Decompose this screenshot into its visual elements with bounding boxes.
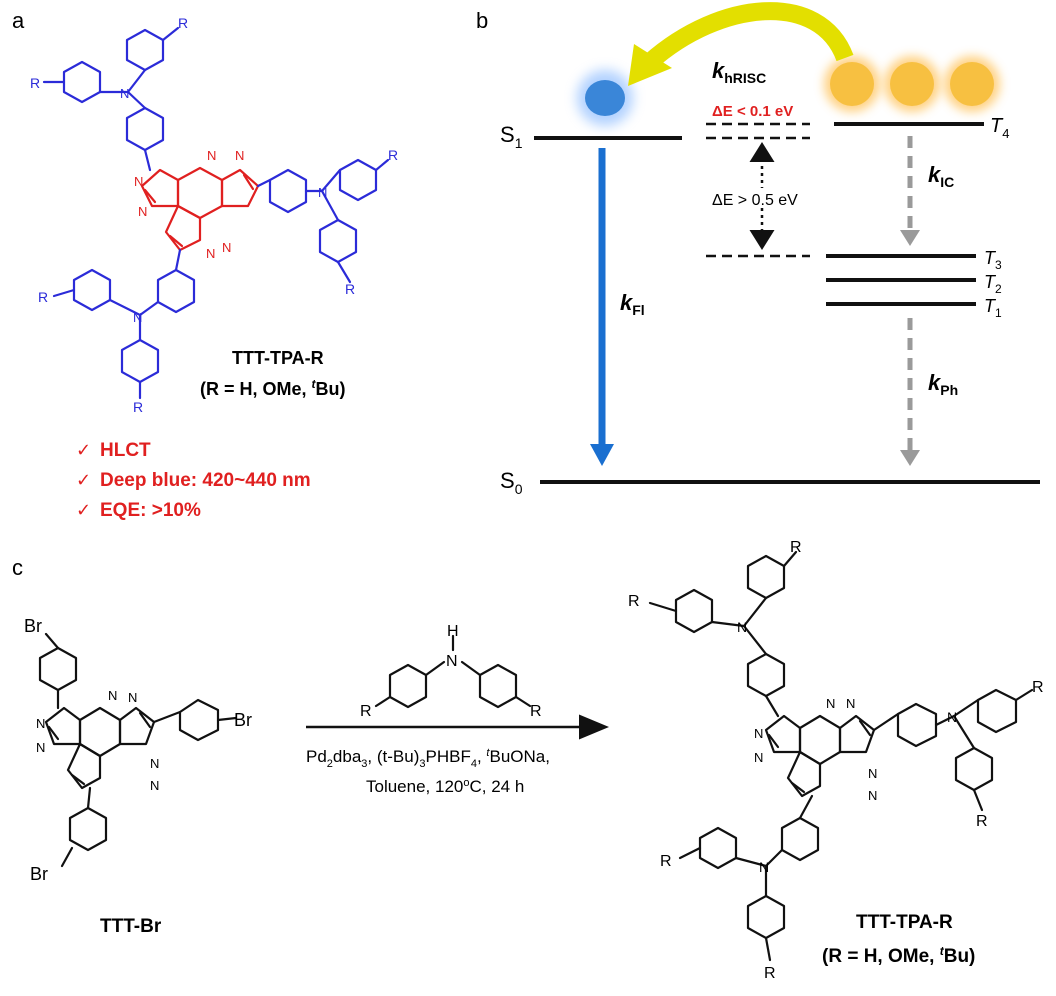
feature-list: ✓ HLCT ✓ Deep blue: 420~440 nm ✓ EQE: >1…	[76, 440, 311, 521]
core-n-atom: N	[138, 204, 147, 219]
r-group: R	[360, 703, 372, 720]
t4-label: T4	[990, 115, 1009, 141]
r-group: R	[178, 15, 188, 31]
k-fl-label: kFl	[620, 290, 645, 318]
core-n-atom: N	[846, 696, 855, 711]
singlet-exciton-icon	[585, 80, 625, 116]
panel-a-molecule: N N N N N N	[30, 15, 398, 415]
r-group: R	[628, 593, 640, 610]
core-n-atom: N	[222, 240, 231, 255]
br-atom: Br	[234, 710, 252, 730]
triplet-excitons	[824, 56, 1000, 112]
t2-label: T2	[984, 272, 1002, 296]
br-atom: Br	[24, 616, 42, 636]
core-n-atom: N	[150, 778, 159, 793]
ph-arrowhead	[900, 450, 920, 466]
core-n-atom: N	[128, 690, 137, 705]
conditions-line-2: Toluene, 120oC, 24 h	[366, 777, 524, 796]
k-hrisc-label: khRISC	[712, 58, 766, 86]
core-n-atom: N	[868, 788, 877, 803]
diarylamine-reagent: H N R R	[360, 623, 542, 720]
r-groups-a: (R = H, OMe, tBu)	[200, 377, 346, 399]
compound-name-a: TTT-TPA-R	[232, 348, 324, 368]
r-group: R	[133, 399, 143, 415]
panel-b-energy-diagram: khRISC S1 T4 ΔE < 0.1 eV ΔE > 0.5 eV T3 …	[500, 2, 1040, 497]
hrisc-arrow	[644, 2, 854, 69]
check-icon: ✓	[76, 440, 91, 460]
feature-item: EQE: >10%	[100, 500, 201, 521]
triplet-exciton-icon	[890, 62, 934, 106]
tpa-n-atom: N	[318, 185, 327, 200]
s1-label: S1	[500, 122, 523, 151]
feature-item: HLCT	[100, 440, 151, 461]
hrisc-arrowhead	[628, 44, 672, 86]
core-n-atom: N	[108, 688, 117, 703]
check-icon: ✓	[76, 470, 91, 490]
product-name: TTT-TPA-R	[856, 912, 953, 933]
amine-n-atom: N	[446, 653, 458, 670]
panel-label-c: c	[12, 555, 23, 580]
r-group: R	[1032, 679, 1044, 696]
r-group: R	[976, 813, 988, 830]
triplet-exciton-icon	[950, 62, 994, 106]
k-ic-label: kIC	[928, 162, 954, 190]
core-n-atom: N	[36, 716, 45, 731]
r-group: R	[790, 539, 802, 556]
core-n-atom: N	[754, 726, 763, 741]
check-icon: ✓	[76, 500, 91, 520]
reactant-name: TTT-Br	[100, 916, 162, 937]
tricyclic-triazole-core	[140, 166, 260, 252]
t1-label: T1	[984, 296, 1002, 320]
fl-arrowhead	[590, 444, 614, 466]
t3-label: T3	[984, 248, 1002, 272]
r-group: R	[530, 703, 542, 720]
r-group: R	[38, 289, 48, 305]
core-n-atom: N	[826, 696, 835, 711]
delta-e-small-label: ΔE < 0.1 eV	[712, 103, 793, 120]
s0-label: S0	[500, 468, 523, 497]
feature-item: Deep blue: 420~440 nm	[100, 470, 311, 491]
r-group: R	[388, 147, 398, 163]
r-group: R	[345, 281, 355, 297]
product-molecule: R R N R N R R N R N N N N N N	[628, 539, 1044, 982]
core-n-atom: N	[207, 148, 216, 163]
core-n-atom: N	[206, 246, 215, 261]
reactant-ttt-br: Br Br Br N N N N N N	[24, 616, 252, 884]
core-n-atom: N	[134, 174, 143, 189]
tpa-n-atom: N	[737, 619, 747, 635]
r-group: R	[30, 75, 40, 91]
delta-e-large-label: ΔE > 0.5 eV	[712, 192, 798, 209]
core-n-atom: N	[150, 756, 159, 771]
tpa-n-atom: N	[759, 859, 769, 875]
core-n-atom: N	[235, 148, 244, 163]
product-r-groups: (R = H, OMe, tBu)	[822, 944, 975, 967]
triplet-exciton-icon	[830, 62, 874, 106]
r-group: R	[660, 853, 672, 870]
core-n-atom: N	[36, 740, 45, 755]
conditions-line-1: Pd2dba3, (t-Bu)3PHBF4, tBuONa,	[306, 747, 550, 770]
k-ph-label: kPh	[928, 370, 958, 398]
core-n-atom: N	[754, 750, 763, 765]
triphenylamine-arms	[42, 26, 390, 400]
ic-arrowhead	[900, 230, 920, 246]
panel-label-a: a	[12, 8, 25, 33]
tpa-n-atom: N	[133, 310, 142, 325]
panel-label-b: b	[476, 8, 488, 33]
r-group: R	[764, 965, 776, 982]
delta-e-large-bg	[710, 188, 816, 208]
br-atom: Br	[30, 864, 48, 884]
tpa-n-atom: N	[120, 86, 129, 101]
core-n-atom: N	[868, 766, 877, 781]
amine-h-atom: H	[447, 623, 459, 640]
tpa-n-atom: N	[947, 709, 957, 725]
